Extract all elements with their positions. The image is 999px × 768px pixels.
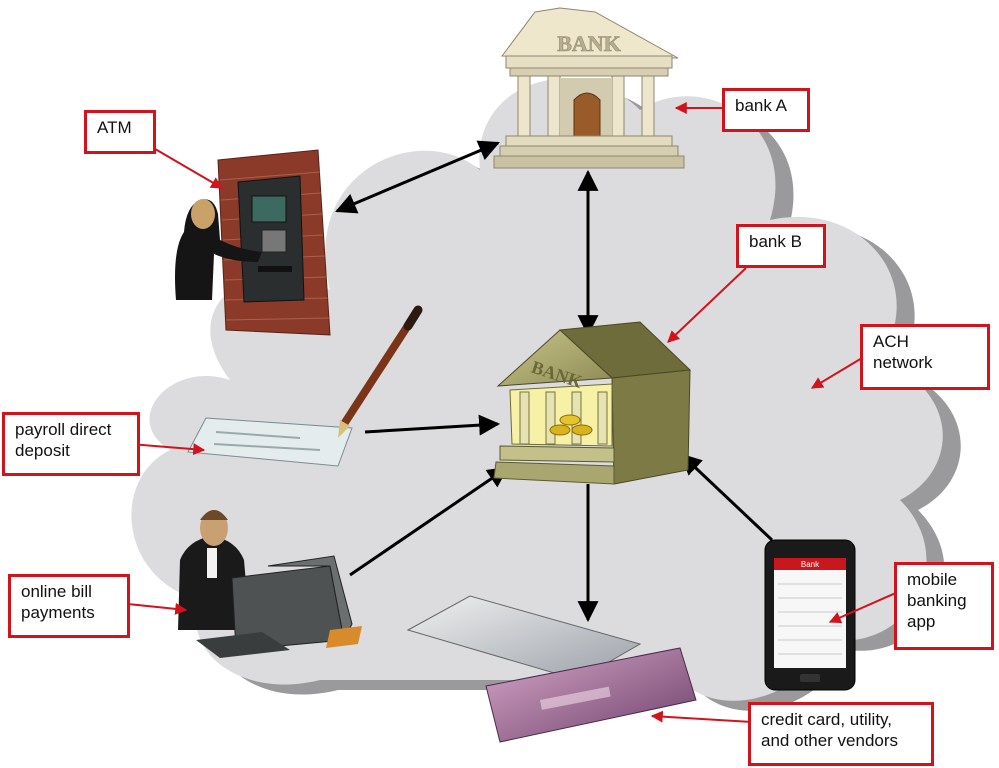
bank-a-sign: BANK — [557, 31, 621, 56]
label-bank-b: bank B — [736, 224, 826, 268]
phone-screen-title: Bank — [801, 560, 820, 569]
bank-a-building: BANK — [493, 7, 685, 169]
label-payroll-line1: payroll direct — [15, 420, 112, 439]
leader-payroll — [129, 443, 206, 456]
label-ach-line2: network — [873, 353, 933, 372]
arrow-online-bill-bank-b — [349, 466, 509, 577]
label-mobile-line1: mobile — [907, 570, 958, 589]
label-ach-line1: ACH — [873, 332, 909, 351]
label-online-bill-line1: online bill — [21, 582, 92, 601]
label-atm: ATM — [84, 110, 156, 154]
label-vendors-line2: and other vendors — [761, 731, 899, 750]
leader-atm — [149, 145, 224, 189]
credit-cards-illustration — [406, 595, 697, 743]
label-payroll-direct-deposit: payroll direct deposit — [2, 412, 140, 476]
label-mobile-banking-app: mobile banking app — [894, 562, 994, 650]
label-payroll-line2: deposit — [15, 441, 70, 460]
label-bank-a-text: bank A — [735, 96, 787, 115]
label-mobile-line2: banking — [907, 591, 967, 610]
arrow-payroll-bank-b — [364, 414, 501, 436]
leader-ach — [810, 357, 863, 389]
leader-online-bill — [127, 602, 188, 615]
label-bank-a: bank A — [722, 88, 810, 132]
label-atm-text: ATM — [97, 118, 132, 137]
check-and-pen-illustration — [187, 305, 423, 467]
leader-vendors — [650, 710, 753, 723]
label-online-bill-payments: online bill payments — [8, 574, 130, 638]
label-mobile-line3: app — [907, 612, 936, 631]
leader-bank-b — [667, 267, 747, 343]
mobile-phone-illustration: Bank — [764, 539, 856, 691]
leader-mobile — [828, 591, 899, 624]
computer-user-illustration — [178, 510, 362, 658]
label-ach-network: ACH network — [860, 324, 990, 390]
label-bank-b-text: bank B — [749, 232, 802, 251]
label-leaders — [127, 102, 899, 723]
label-vendors: credit card, utility, and other vendors — [748, 702, 934, 766]
atm-illustration — [175, 149, 331, 336]
arrow-mobile-bank-b — [680, 453, 774, 542]
label-online-bill-line2: payments — [21, 603, 95, 622]
arrow-atm-bank-a — [335, 140, 500, 214]
bank-b-building: BANK — [493, 321, 692, 485]
label-vendors-line1: credit card, utility, — [761, 710, 893, 729]
connectors — [335, 140, 774, 623]
